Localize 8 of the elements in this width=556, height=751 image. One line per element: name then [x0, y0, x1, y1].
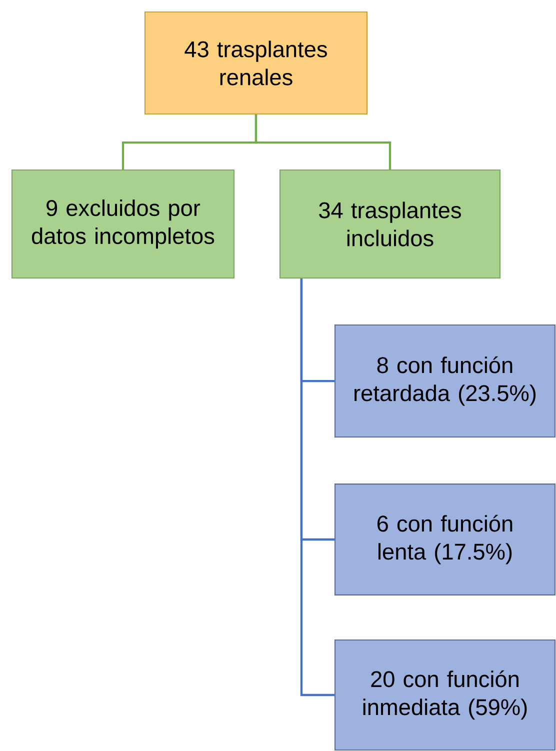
process-box: 9 excluidos por datos incompletos	[11, 169, 235, 279]
connector-line	[254, 114, 392, 170]
outcome-box: 8 con función retardada (23.5%)	[334, 324, 556, 438]
connector-line	[300, 278, 334, 696]
outcome-box: 6 con función lenta (17.5%)	[334, 484, 556, 596]
process-box: 34 trasplantes incluidos	[279, 169, 501, 279]
outcome-box: 20 con función inmediata (59%)	[334, 639, 556, 751]
status-box: 43 trasplantes renales	[144, 11, 368, 115]
